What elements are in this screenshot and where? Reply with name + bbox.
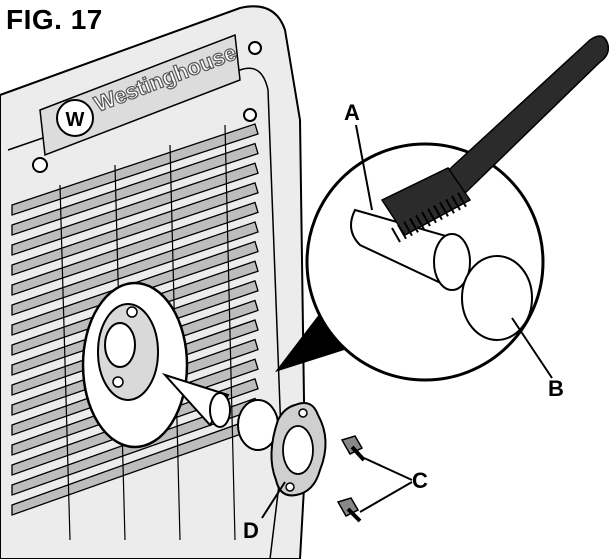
grille-slat — [11, 181, 259, 276]
leader-line-a — [355, 124, 373, 211]
bristle — [439, 201, 449, 217]
brush-handle — [438, 35, 610, 200]
grille-slat — [11, 201, 259, 296]
bristle — [403, 221, 413, 237]
cover-plate — [270, 402, 327, 497]
figure-title: FIG. 17 — [6, 4, 103, 35]
outlet-screw-hole-bottom — [112, 376, 124, 388]
bristle — [433, 205, 443, 221]
callout-b: B — [548, 376, 564, 401]
callout-a: A — [344, 100, 360, 125]
bristle — [457, 192, 467, 208]
generator-panel: W Westinghouse — [0, 5, 307, 559]
bristle — [427, 208, 437, 224]
leader-line-b — [511, 317, 553, 379]
brush-bristles — [391, 192, 467, 243]
brush-head — [380, 167, 472, 236]
bristle — [451, 195, 461, 211]
outlet-bore — [104, 322, 136, 368]
bristle — [421, 211, 431, 227]
cover-plate-center — [282, 425, 314, 475]
screen-cone-small-end — [209, 392, 231, 428]
muffler-outlet — [81, 281, 189, 449]
outlet-screw-hole-top — [126, 306, 138, 318]
panel-hole-mid — [243, 108, 257, 122]
leader-line-c-bottom — [359, 481, 413, 513]
logo-circle — [56, 99, 94, 137]
screen-gasket-large — [461, 255, 533, 341]
screen-cone-large-end — [433, 233, 471, 291]
magnified-detail — [305, 35, 610, 382]
panel-inner-outline — [7, 67, 283, 559]
leader-line-d — [261, 481, 286, 519]
bristle — [409, 217, 419, 233]
grille-slat — [11, 142, 259, 236]
grille-slat — [11, 123, 259, 216]
panel-hole-right — [248, 41, 262, 55]
grille-divider — [59, 184, 71, 541]
panel-hole-left — [32, 157, 48, 173]
callout-d: D — [243, 518, 259, 543]
grille-slat — [11, 162, 259, 256]
screw-top — [340, 435, 366, 462]
callout-c: C — [412, 468, 428, 493]
logo-letter: W — [66, 109, 85, 131]
spark-arrestor-screen-small — [161, 372, 279, 451]
bristle — [391, 227, 401, 243]
screen-cone-large — [350, 208, 462, 287]
bristle — [397, 224, 407, 240]
screw-bottom — [336, 497, 362, 523]
cover-plate-hole-top — [298, 408, 308, 418]
cover-plate-hole-bottom — [285, 482, 295, 492]
bristle — [415, 214, 425, 230]
bristle — [445, 198, 455, 214]
leader-line-c-top — [363, 457, 413, 481]
grille-divider — [224, 124, 236, 541]
grille-slat — [11, 221, 259, 316]
